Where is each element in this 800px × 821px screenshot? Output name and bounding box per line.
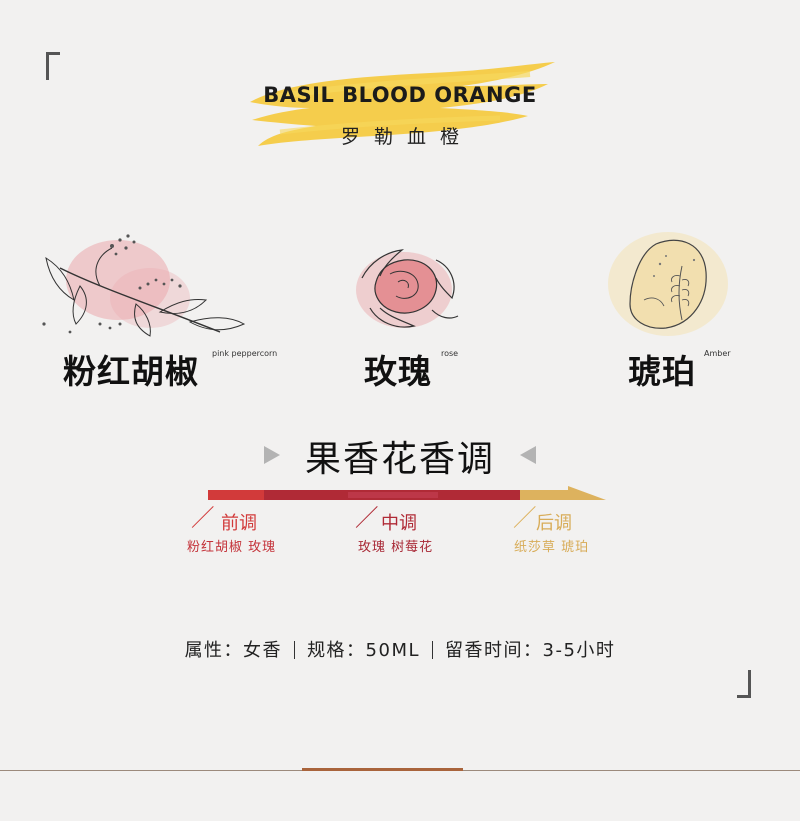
title-chinese: 罗勒血橙 [340,126,473,148]
progress-segment-base [520,490,570,500]
product-attributes: 属性：女香 规格：50ML 留香时间：3-5小时 [0,636,800,662]
attribute-divider [294,641,296,659]
triangle-left-icon [520,446,536,464]
stage-items-middle: 玫瑰 树莓花 [358,540,434,555]
rose-illustration-icon [356,249,459,328]
note-sub-amber: Amber [704,349,731,358]
bottom-accent-bar [302,768,463,771]
pepper-branch-illustration-icon [42,234,246,337]
note-sub-rose: rose [441,349,459,358]
note-sub-pink-peppercorn: pink peppercorn [212,349,278,358]
stage-slash-middle [355,506,378,528]
stage-slash-top [191,506,214,528]
note-name-amber: 琥珀 [628,352,696,391]
title-block: BASIL BLOOD ORANGE 罗勒血橙 [230,50,570,160]
note-progression-arrow [208,486,606,500]
stage-items-top: 粉红胡椒 玫瑰 [187,540,277,555]
arrow-head-icon [568,486,606,500]
attribute-longevity: 留香时间：3-5小时 [445,640,616,661]
amber-stone-illustration-icon [608,232,728,336]
corner-bracket-bottom-right [737,670,751,698]
corner-bracket-top-left [46,52,60,80]
attribute-size: 规格：50ML [307,640,421,661]
attribute-divider [432,641,434,659]
triangle-right-icon [264,446,280,464]
stage-label-middle: 中调 [381,513,417,534]
stage-slash-base [513,506,536,528]
title-english: BASIL BLOOD ORANGE [263,83,537,107]
note-name-rose: 玫瑰 [364,352,432,391]
stage-label-top: 前调 [221,513,257,534]
accord-title: 果香花香调 [304,439,495,480]
note-name-pink-peppercorn: 粉红胡椒 [63,352,199,391]
yellow-brush-stroke [250,62,555,146]
attribute-type: 属性：女香 [184,640,283,661]
progress-segment-top [208,490,266,500]
stage-items-base: 纸莎草 琥珀 [514,540,590,555]
stage-label-base: 后调 [536,513,572,534]
